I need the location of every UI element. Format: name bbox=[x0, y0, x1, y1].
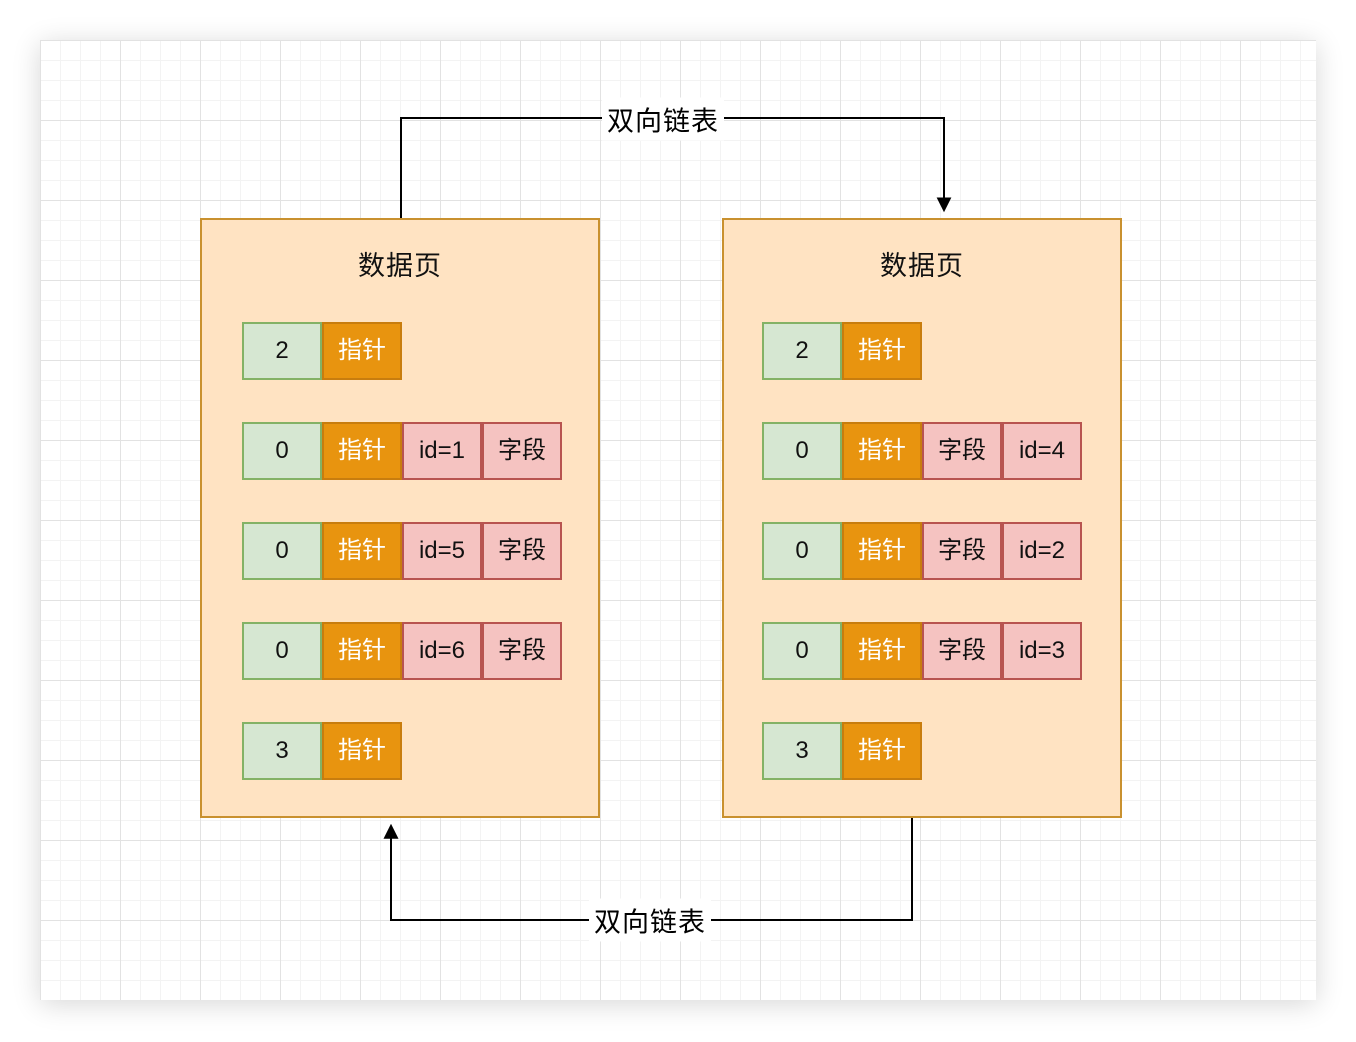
pointer-cell: 指针 bbox=[842, 722, 922, 780]
pointer-cell: 指针 bbox=[322, 522, 402, 580]
top-link-label: 双向链表 bbox=[602, 97, 724, 141]
record-count-cell: 0 bbox=[762, 422, 842, 480]
field-cell: 字段 bbox=[922, 622, 1002, 680]
id-cell: id=6 bbox=[402, 622, 482, 680]
record-count-cell: 0 bbox=[762, 522, 842, 580]
id-cell: id=2 bbox=[1002, 522, 1082, 580]
record-count-cell: 3 bbox=[762, 722, 842, 780]
record-row: 0 指针 id=5 字段 bbox=[242, 522, 562, 580]
pointer-cell: 指针 bbox=[322, 322, 402, 380]
bottom-link-label: 双向链表 bbox=[589, 898, 711, 942]
record-count-cell: 2 bbox=[242, 322, 322, 380]
field-cell: 字段 bbox=[482, 622, 562, 680]
data-page-left: 数据页 2 指针 0 指针 id=1 字段 0 指针 id=5 字段 0 指针 … bbox=[200, 218, 600, 818]
record-count-cell: 0 bbox=[242, 522, 322, 580]
record-count-cell: 0 bbox=[242, 422, 322, 480]
pointer-cell: 指针 bbox=[322, 422, 402, 480]
record-row-min: 2 指针 bbox=[242, 322, 402, 380]
pointer-cell: 指针 bbox=[842, 522, 922, 580]
record-count-cell: 2 bbox=[762, 322, 842, 380]
pointer-cell: 指针 bbox=[322, 722, 402, 780]
page-title: 数据页 bbox=[880, 251, 964, 281]
record-count-cell: 0 bbox=[762, 622, 842, 680]
pointer-cell: 指针 bbox=[322, 622, 402, 680]
field-cell: 字段 bbox=[922, 522, 1002, 580]
id-cell: id=1 bbox=[402, 422, 482, 480]
id-cell: id=4 bbox=[1002, 422, 1082, 480]
data-page-right: 数据页 2 指针 0 指针 字段 id=4 0 指针 字段 id=2 0 指针 … bbox=[722, 218, 1122, 818]
id-cell: id=3 bbox=[1002, 622, 1082, 680]
record-row-max: 3 指针 bbox=[762, 722, 922, 780]
record-row-min: 2 指针 bbox=[762, 322, 922, 380]
pointer-cell: 指针 bbox=[842, 622, 922, 680]
field-cell: 字段 bbox=[482, 522, 562, 580]
record-row: 0 指针 字段 id=3 bbox=[762, 622, 1082, 680]
record-row: 0 指针 id=1 字段 bbox=[242, 422, 562, 480]
page-title: 数据页 bbox=[358, 251, 442, 281]
field-cell: 字段 bbox=[922, 422, 1002, 480]
record-count-cell: 0 bbox=[242, 622, 322, 680]
pointer-cell: 指针 bbox=[842, 322, 922, 380]
record-row: 0 指针 字段 id=2 bbox=[762, 522, 1082, 580]
record-row-max: 3 指针 bbox=[242, 722, 402, 780]
field-cell: 字段 bbox=[482, 422, 562, 480]
pointer-cell: 指针 bbox=[842, 422, 922, 480]
id-cell: id=5 bbox=[402, 522, 482, 580]
record-row: 0 指针 字段 id=4 bbox=[762, 422, 1082, 480]
record-count-cell: 3 bbox=[242, 722, 322, 780]
record-row: 0 指针 id=6 字段 bbox=[242, 622, 562, 680]
